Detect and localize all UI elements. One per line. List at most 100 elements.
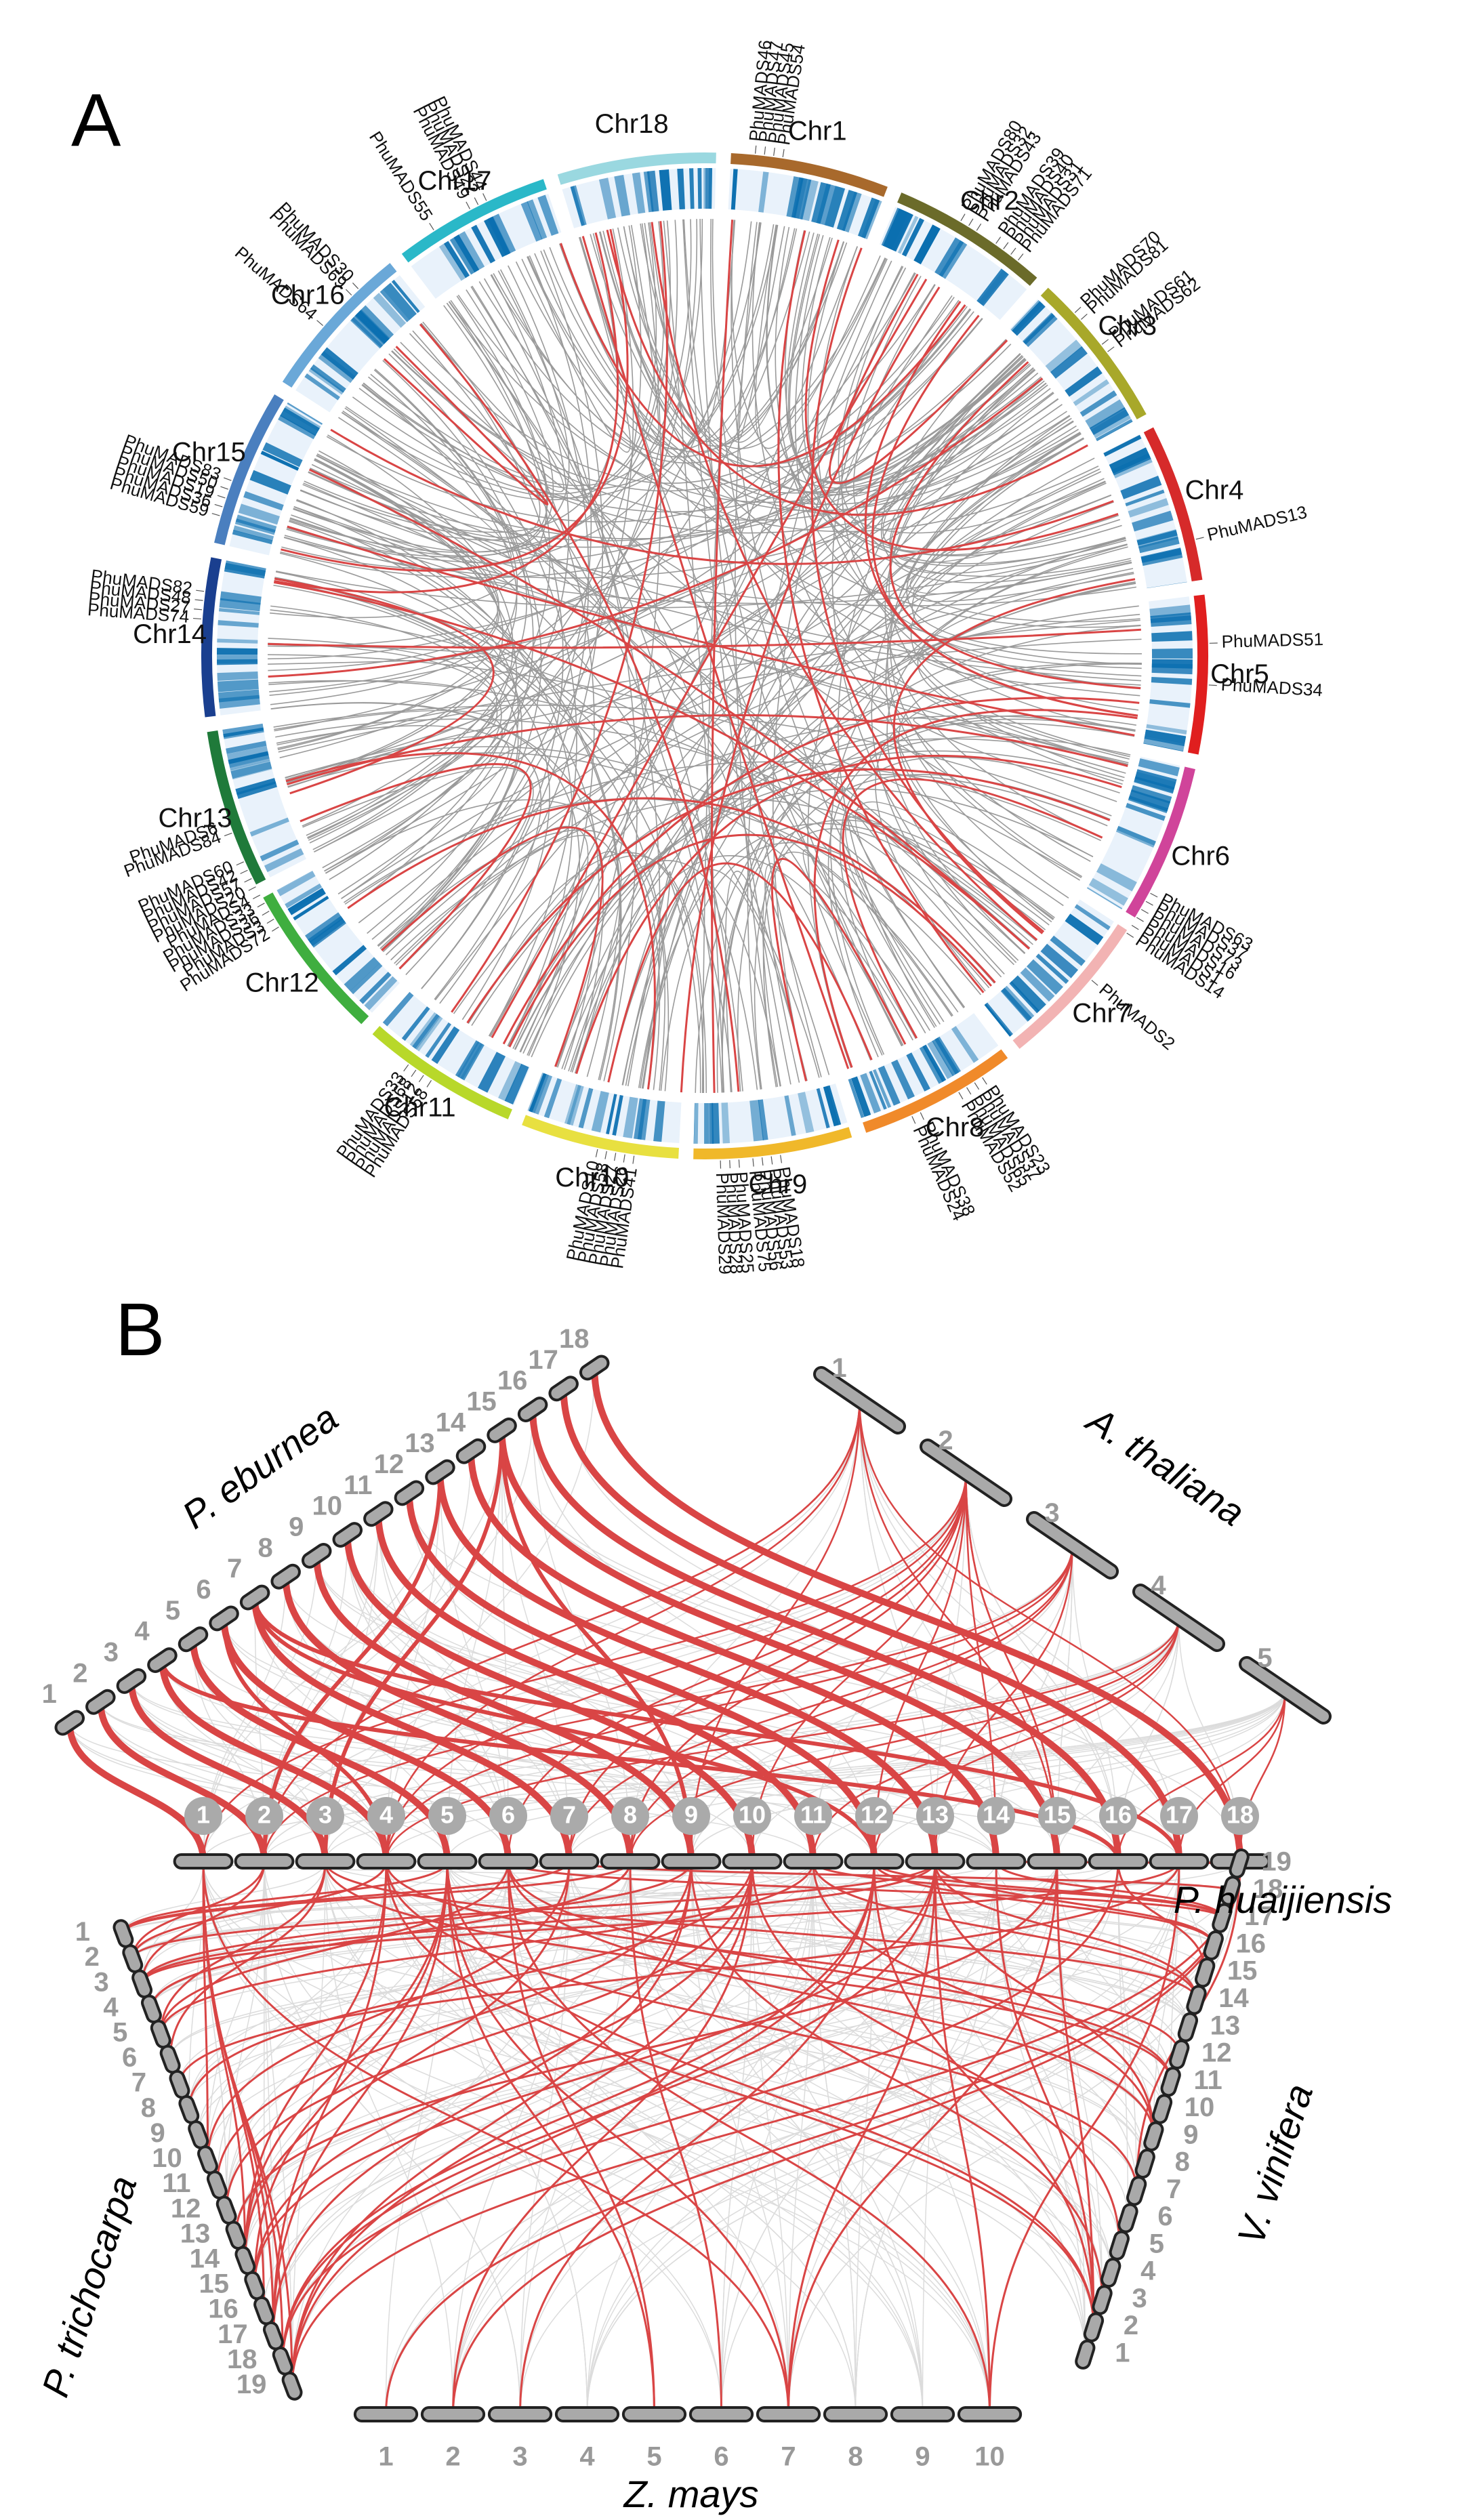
link: [281, 1861, 876, 2361]
density-band: [749, 1100, 764, 1142]
link: [412, 330, 723, 1093]
link: [873, 1861, 1095, 2328]
gene-tick: [426, 1079, 432, 1088]
density-band: [730, 169, 738, 210]
link: [421, 265, 590, 989]
density-band: [1010, 975, 1046, 1012]
link: [314, 458, 518, 899]
density-band: [537, 194, 559, 236]
link: [873, 1690, 1286, 1862]
gene-tick: [1081, 314, 1088, 320]
density-band: [795, 178, 808, 219]
link: [267, 654, 1082, 879]
gene-tick: [214, 503, 223, 508]
link: [489, 246, 858, 1037]
density-band: [287, 402, 323, 425]
link: [316, 454, 1142, 677]
link: [225, 1861, 754, 2210]
link: [730, 220, 964, 1008]
density-band: [233, 525, 274, 541]
chromosome-band: [1012, 924, 1128, 1049]
link: [452, 1861, 875, 2415]
link: [386, 1861, 924, 2415]
density-band: [364, 976, 398, 1010]
gene-tick: [1107, 346, 1115, 352]
tri-chr-2-fill: [125, 1947, 141, 1970]
tri-chr-number: 13: [180, 2218, 211, 2248]
chromosome-band: [214, 394, 284, 545]
density-band: [704, 1102, 709, 1144]
gene-tick: [632, 1155, 635, 1164]
link: [812, 1861, 1223, 1919]
density-band: [578, 1088, 594, 1129]
link: [885, 438, 1085, 923]
link: [325, 1861, 924, 2415]
link: [323, 1430, 504, 1862]
density-band: [264, 848, 304, 873]
link: [813, 709, 1138, 1068]
density-band: [1151, 648, 1193, 659]
density-band: [309, 917, 346, 948]
density-band: [1089, 407, 1130, 435]
vin-chr-6-fill: [1120, 2206, 1136, 2231]
density-band: [1088, 877, 1128, 906]
ebu-chr-10-fill: [335, 1525, 361, 1546]
density-band: [873, 1069, 892, 1109]
gene-tick: [752, 1158, 754, 1167]
link: [368, 219, 703, 487]
density-band: [359, 972, 392, 1004]
density-band: [697, 168, 702, 209]
link: [875, 682, 1141, 992]
ebu-chr-17-fill: [551, 1378, 576, 1399]
chromosome-11: Chr11: [372, 991, 531, 1122]
link: [812, 1861, 1155, 2136]
link: [629, 1472, 967, 1862]
gene-tick: [613, 1153, 617, 1161]
chr-number-badge: [550, 1797, 588, 1835]
chromosome-band: [1126, 766, 1195, 918]
gene-density-track: [693, 1083, 848, 1144]
link: [802, 849, 926, 1056]
density-band: [1140, 548, 1182, 563]
density-band: [567, 1085, 584, 1126]
link: [409, 1493, 1241, 1862]
density-band: [1085, 399, 1126, 430]
density-band: [1009, 981, 1040, 1014]
hua-chr-number: 17: [1166, 1801, 1193, 1829]
link: [226, 1861, 265, 2210]
chromosome-3: Chr3: [1010, 287, 1157, 442]
link: [159, 1861, 815, 2034]
link: [683, 219, 903, 1046]
link: [770, 858, 907, 1081]
link: [447, 1861, 1189, 2027]
link: [691, 1545, 1073, 1862]
density-band: [632, 172, 646, 214]
density-band: [836, 190, 858, 232]
ath-chr-number: 4: [1151, 1571, 1166, 1600]
link: [197, 1861, 936, 2135]
density-band: [784, 1095, 796, 1136]
tri-chr-9-fill: [190, 2123, 207, 2147]
link: [574, 437, 1084, 1074]
link: [419, 323, 740, 1092]
tri-chr-number: 1: [75, 1917, 90, 1947]
link: [202, 1472, 967, 1862]
tri-chr-number: 7: [131, 2068, 146, 2098]
vin-chr-number: 2: [1124, 2311, 1138, 2340]
density-band: [219, 608, 260, 615]
link: [995, 1861, 1223, 1919]
link: [291, 1861, 936, 2387]
ebu-chr-number: 16: [497, 1366, 528, 1396]
link: [752, 1617, 1180, 1862]
link: [720, 1861, 936, 2415]
ebu-chr-number: 4: [134, 1617, 150, 1647]
density-band: [228, 751, 269, 764]
density-band: [1151, 659, 1193, 669]
ebu-chr-2-fill: [88, 1691, 113, 1712]
ebu-chr-6-fill: [211, 1608, 236, 1629]
link: [202, 1861, 789, 2415]
density-band: [1096, 863, 1137, 892]
density-band: [409, 1012, 441, 1050]
density-band: [1000, 985, 1035, 1022]
density-band: [1086, 887, 1123, 910]
